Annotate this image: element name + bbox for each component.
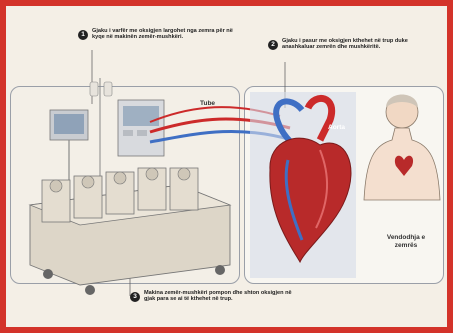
heart-location-label: Vendodhja e zemrës [378, 234, 434, 250]
person-illustration [364, 95, 440, 201]
callout-3-number: 3 [130, 292, 140, 302]
heart-lung-machine [30, 168, 230, 295]
control-unit-icon [118, 100, 164, 156]
callout-3-text: Makina zemër-mushkëri pompon dhe shton o… [144, 290, 294, 303]
tube-label: Tube [200, 100, 215, 107]
aorta-label: Aorta [328, 124, 345, 131]
heart-illustration [250, 92, 356, 278]
